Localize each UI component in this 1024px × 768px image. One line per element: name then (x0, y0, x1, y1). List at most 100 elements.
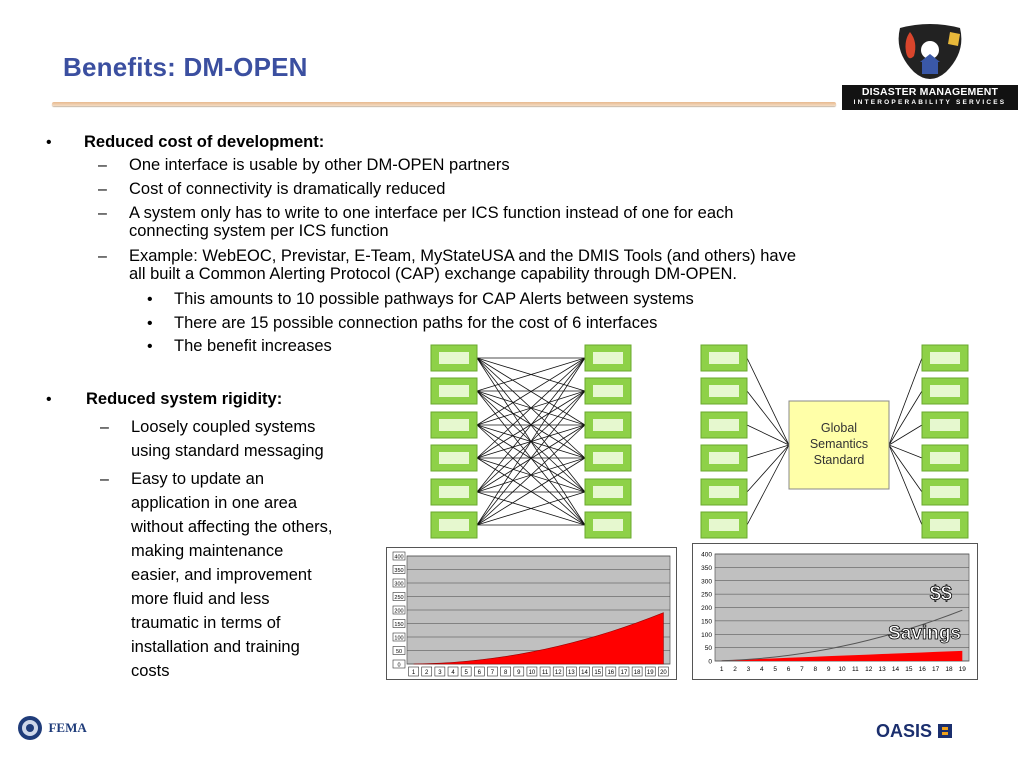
y-tick-label: 150 (701, 618, 712, 625)
sub-list-item: This amounts to 10 possible pathways for… (174, 290, 694, 308)
x-tick-label: 9 (517, 670, 521, 676)
hub-left-node (700, 511, 748, 539)
mesh-link (476, 424, 586, 459)
mesh-link (476, 457, 586, 526)
mesh-link (476, 390, 586, 526)
savings-annotation: Savings (888, 623, 961, 644)
x-tick-box (474, 666, 485, 677)
interface-cost-area-series (721, 650, 963, 661)
dollar-annotation: $$ (930, 583, 952, 605)
x-tick-label: 11 (852, 666, 859, 673)
y-tick-label: 250 (701, 592, 712, 599)
hub-left-node (700, 478, 748, 506)
list-item-continued: all built a Common Alerting Protocol (CA… (129, 265, 738, 283)
x-tick-label: 19 (959, 666, 967, 673)
right-system-node (584, 344, 632, 372)
right-system-node (584, 377, 632, 405)
x-tick-box (605, 666, 617, 677)
y-tick-label: 150 (394, 622, 403, 628)
title-divider (52, 102, 836, 106)
y-tick-label: 400 (701, 552, 712, 559)
hub-link (746, 390, 790, 446)
mesh-link (476, 491, 586, 526)
list-item-continued: traumatic in terms of (131, 614, 281, 632)
left-system-node (430, 478, 478, 506)
x-tick-label: 12 (865, 666, 873, 673)
x-tick-box (513, 666, 525, 677)
y-tick-label: 200 (394, 609, 403, 615)
hub-right-node (921, 511, 969, 539)
hub-link (888, 390, 923, 446)
list-item: One interface is usable by other DM-OPEN… (129, 156, 510, 174)
mesh-link (476, 357, 586, 426)
x-tick-label: 8 (813, 666, 817, 673)
mesh-link (476, 424, 586, 493)
hub-left-node (700, 444, 748, 472)
hub-label-line2: Semantics (810, 437, 868, 451)
mesh-link (476, 424, 586, 526)
x-tick-box (460, 666, 472, 677)
list-item: Loosely coupled systems (131, 418, 316, 436)
y-tick-label: 250 (394, 595, 403, 601)
right-system-node (584, 511, 632, 539)
y-tick-box (392, 551, 406, 561)
x-tick-label: 4 (451, 670, 455, 676)
mesh-link (476, 357, 586, 493)
x-tick-label: 14 (892, 666, 900, 673)
hub-link (746, 444, 790, 459)
list-item: Example: WebEOC, Previstar, E-Team, MySt… (129, 247, 797, 265)
left-system-node (430, 511, 478, 539)
x-tick-box (658, 666, 669, 677)
hub-right-node (921, 344, 969, 372)
y-tick-box (392, 632, 406, 642)
mesh-link (476, 457, 586, 526)
x-tick-label: 10 (529, 670, 536, 676)
mesh-link (476, 390, 586, 493)
fema-text: FEMA (48, 720, 87, 735)
mesh-link (476, 457, 586, 493)
x-tick-box (408, 666, 419, 677)
x-tick-label: 9 (827, 666, 831, 673)
oasis-text: OASIS (876, 721, 933, 741)
hub-left-node (700, 411, 748, 439)
y-tick-box (392, 605, 406, 615)
oasis-logo: OASIS (876, 721, 953, 742)
section-heading-cost: Reduced cost of development: (84, 133, 325, 151)
hub-left-node (700, 344, 748, 372)
x-tick-label: 4 (760, 666, 764, 673)
left-system-node (430, 444, 478, 472)
x-tick-label: 16 (607, 670, 614, 676)
mesh-link (476, 390, 586, 493)
y-tick-label: 100 (701, 632, 712, 639)
x-tick-box (526, 666, 538, 677)
hub-right-node (921, 444, 969, 472)
hub-right-node (921, 478, 969, 506)
cost-area-series (413, 612, 664, 665)
bullet-marker: • (46, 134, 52, 151)
x-tick-label: 19 (647, 670, 654, 676)
hub-link (888, 444, 923, 493)
list-item-continued: installation and training (131, 638, 300, 656)
y-tick-box (392, 565, 406, 574)
left-system-node (430, 377, 478, 405)
mesh-link (476, 357, 586, 426)
x-tick-label: 17 (621, 670, 628, 676)
x-tick-box (434, 666, 446, 677)
global-semantics-hub (788, 400, 890, 490)
hub-link (888, 424, 923, 446)
mesh-link (476, 390, 586, 526)
shield-emblem-icon (898, 24, 962, 79)
point-to-point-mesh (476, 357, 586, 526)
mesh-link (476, 390, 586, 459)
x-tick-label: 3 (747, 666, 751, 673)
y-tick-box (392, 659, 406, 669)
list-item-continued: easier, and improvement (131, 566, 312, 584)
mesh-link (476, 457, 586, 493)
y-tick-box (392, 578, 406, 588)
dhs-seal-icon (18, 716, 42, 740)
y-tick-label: 350 (701, 565, 712, 572)
fema-logo: FEMA (16, 714, 87, 742)
hub-right-node (921, 411, 969, 439)
